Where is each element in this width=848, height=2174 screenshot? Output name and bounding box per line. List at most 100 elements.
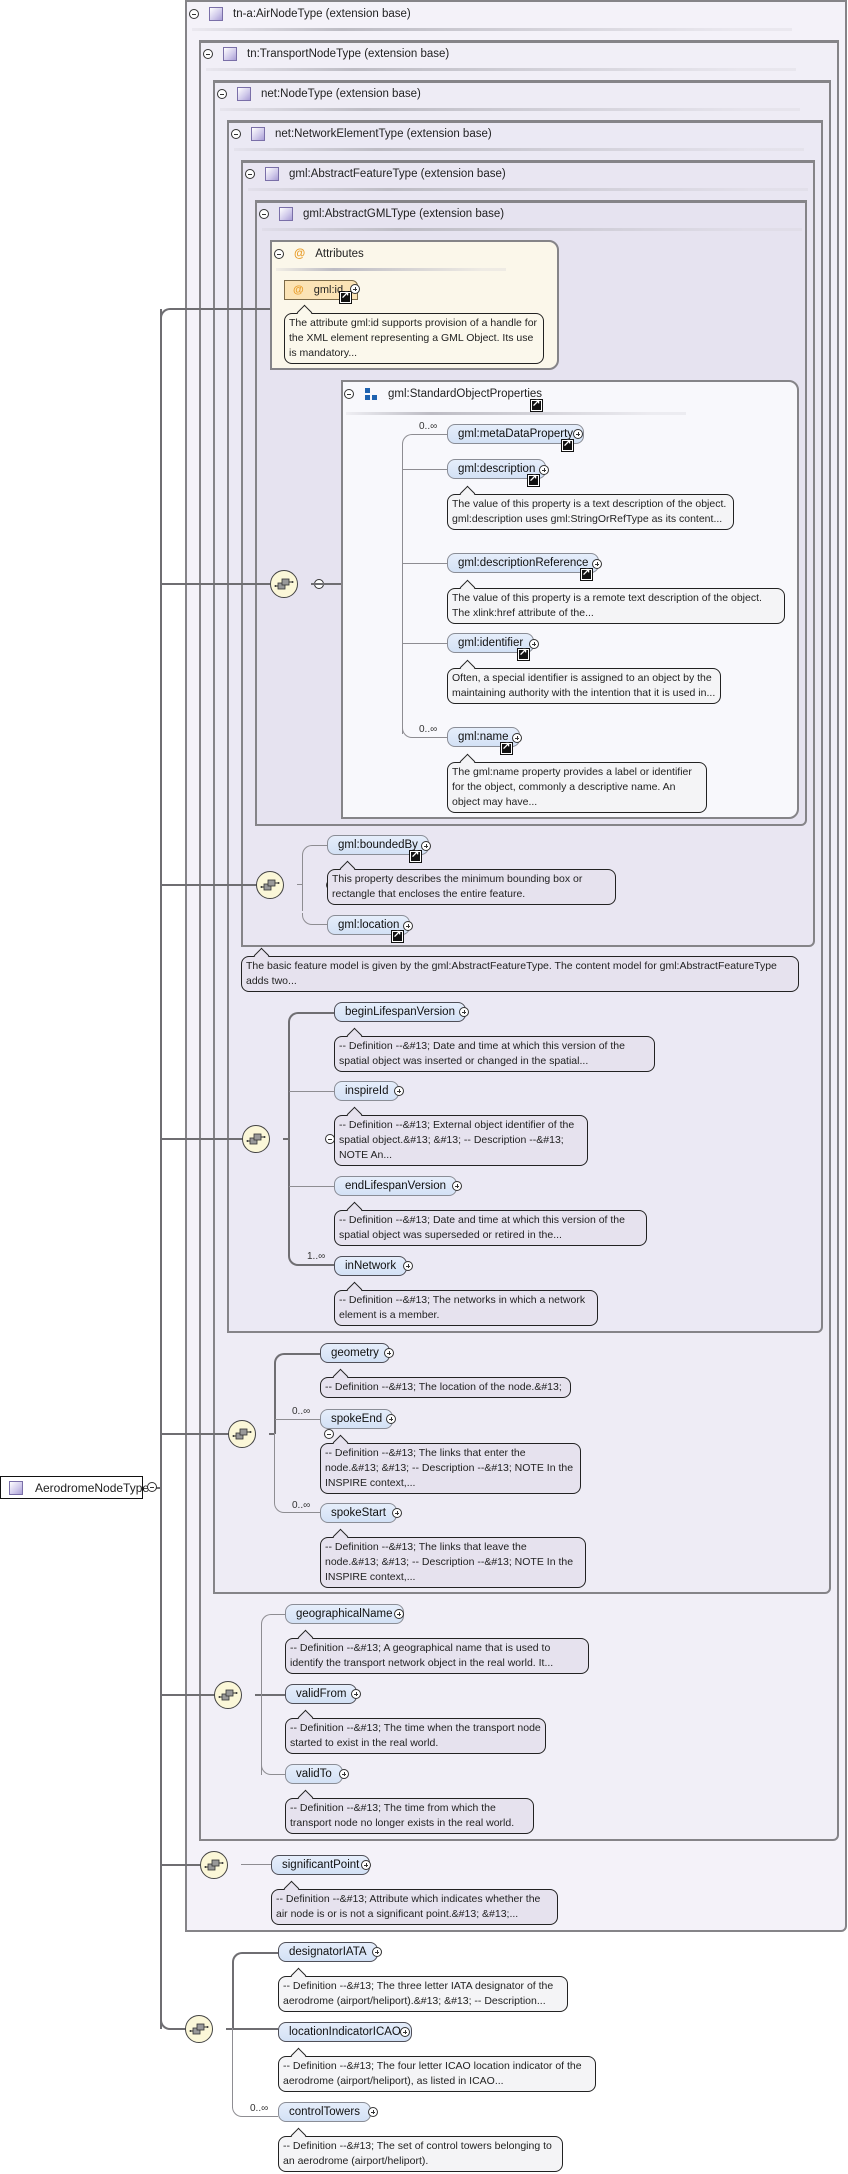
type-label: tn-a:AirNodeType (extension base) bbox=[233, 8, 411, 20]
reference-icon[interactable] bbox=[527, 473, 540, 487]
element-gml-description[interactable]: gml:description bbox=[447, 459, 547, 479]
expand-icon[interactable] bbox=[394, 1609, 404, 1619]
sequence-compositor-icon[interactable] bbox=[214, 1681, 242, 1709]
connector bbox=[283, 1138, 289, 1140]
element-location-indicator-icao[interactable]: locationIndicatorICAO bbox=[278, 2022, 412, 2042]
expand-icon[interactable] bbox=[573, 429, 583, 439]
expand-icon[interactable] bbox=[459, 1007, 469, 1017]
element-geometry[interactable]: geometry bbox=[320, 1343, 390, 1363]
expand-icon[interactable] bbox=[394, 1086, 404, 1096]
sequence-compositor-icon[interactable] bbox=[242, 1125, 270, 1153]
expand-icon[interactable] bbox=[403, 1261, 413, 1271]
element-doc: -- Definition --&#13; External object id… bbox=[334, 1115, 588, 1166]
expand-icon[interactable] bbox=[361, 1860, 371, 1870]
expand-icon[interactable] bbox=[392, 1508, 402, 1518]
connector-curve bbox=[261, 1763, 273, 1775]
complex-type-icon bbox=[279, 207, 293, 221]
connector bbox=[313, 924, 328, 925]
collapse-icon[interactable] bbox=[324, 1429, 335, 1439]
element-spoke-start[interactable]: spokeStart bbox=[320, 1503, 397, 1523]
connector bbox=[289, 1091, 334, 1092]
expand-icon[interactable] bbox=[400, 2027, 410, 2037]
expand-icon[interactable] bbox=[384, 1348, 394, 1358]
expand-icon[interactable] bbox=[421, 841, 431, 851]
divider bbox=[262, 228, 802, 231]
expand-icon[interactable] bbox=[351, 1689, 361, 1699]
reference-icon[interactable] bbox=[500, 741, 513, 755]
type-label: net:NetworkElementType (extension base) bbox=[275, 128, 492, 140]
root-type-aerodrome-node[interactable]: AerodromeNodeType bbox=[0, 1476, 149, 1499]
reference-icon[interactable] bbox=[409, 849, 422, 863]
element-geographical-name[interactable]: geographicalName bbox=[285, 1604, 404, 1624]
expand-icon[interactable] bbox=[339, 1769, 349, 1779]
element-control-towers[interactable]: controlTowers bbox=[278, 2102, 371, 2122]
element-begin-lifespan-version[interactable]: beginLifespanVersion bbox=[334, 1002, 466, 1022]
complex-type-icon bbox=[209, 7, 223, 21]
sequence-compositor-icon[interactable] bbox=[256, 871, 284, 899]
connector bbox=[402, 563, 447, 564]
connector-curve bbox=[274, 1353, 288, 1367]
connector-curve bbox=[288, 1012, 302, 1026]
reference-icon[interactable] bbox=[391, 929, 404, 943]
reference-icon[interactable] bbox=[517, 647, 530, 661]
collapse-icon[interactable] bbox=[259, 209, 269, 219]
expand-icon[interactable] bbox=[452, 1181, 462, 1191]
element-spoke-end[interactable]: spokeEnd bbox=[320, 1409, 394, 1429]
element-gml-location[interactable]: gml:location bbox=[327, 915, 411, 935]
sequence-compositor-icon[interactable] bbox=[228, 1420, 256, 1448]
element-valid-from[interactable]: validFrom bbox=[285, 1684, 358, 1704]
element-doc: -- Definition --&#13; The time when the … bbox=[285, 1718, 546, 1754]
connector bbox=[302, 855, 303, 911]
element-doc: -- Definition --&#13; The links that lea… bbox=[320, 1537, 586, 1588]
cardinality-label: 0..∞ bbox=[292, 1406, 311, 1417]
collapse-icon[interactable] bbox=[203, 49, 213, 59]
element-gml-metadataproperty[interactable]: gml:metaDataProperty bbox=[447, 424, 585, 444]
expand-icon[interactable] bbox=[403, 921, 413, 931]
reference-icon[interactable] bbox=[580, 567, 593, 581]
expand-icon[interactable] bbox=[539, 465, 549, 475]
collapse-icon[interactable] bbox=[274, 249, 284, 259]
reference-icon[interactable] bbox=[530, 398, 543, 412]
element-doc: -- Definition --&#13; Date and time at w… bbox=[334, 1210, 647, 1246]
attribute-icon: @ bbox=[293, 284, 304, 296]
expand-icon[interactable] bbox=[592, 559, 602, 569]
expand-icon[interactable] bbox=[368, 2107, 378, 2117]
complex-type-icon bbox=[237, 87, 251, 101]
element-significant-point[interactable]: significantPoint bbox=[271, 1855, 371, 1875]
sequence-compositor-icon[interactable] bbox=[185, 2015, 213, 2043]
element-doc: -- Definition --&#13; The time from whic… bbox=[285, 1798, 534, 1834]
collapse-icon[interactable] bbox=[245, 169, 255, 179]
element-inspire-id[interactable]: inspireId bbox=[334, 1081, 400, 1101]
element-designator-iata[interactable]: designatorIATA bbox=[278, 1942, 378, 1962]
connector-curve bbox=[261, 1614, 273, 1626]
connector bbox=[161, 1433, 229, 1435]
collapse-icon[interactable] bbox=[344, 389, 354, 399]
expand-icon[interactable] bbox=[512, 733, 522, 743]
connector bbox=[300, 1264, 334, 1266]
expand-icon[interactable] bbox=[529, 639, 539, 649]
collapse-icon[interactable] bbox=[189, 9, 199, 19]
element-in-network[interactable]: inNetwork bbox=[334, 1256, 408, 1276]
element-gml-boundedby[interactable]: gml:boundedBy bbox=[327, 835, 429, 855]
collapse-icon[interactable] bbox=[231, 129, 241, 139]
element-gml-identifier[interactable]: gml:identifier bbox=[447, 633, 535, 653]
divider bbox=[192, 28, 792, 31]
connector bbox=[274, 1364, 276, 1434]
collapse-icon[interactable] bbox=[217, 89, 227, 99]
type-label: net:NodeType (extension base) bbox=[261, 88, 421, 100]
element-gml-descriptionreference[interactable]: gml:descriptionReference bbox=[447, 553, 600, 573]
expand-icon[interactable] bbox=[350, 284, 360, 294]
element-end-lifespan-version[interactable]: endLifespanVersion bbox=[334, 1176, 458, 1196]
collapse-icon[interactable] bbox=[147, 1482, 157, 1492]
element-doc: -- Definition --&#13; The links that ent… bbox=[320, 1443, 581, 1494]
connector-curve bbox=[402, 434, 414, 446]
reference-icon[interactable] bbox=[339, 290, 352, 304]
sequence-compositor-icon[interactable] bbox=[270, 570, 298, 598]
type-header-transport-node: tn:TransportNodeType (extension base) bbox=[203, 42, 449, 66]
group-header: gml:StandardObjectProperties bbox=[344, 382, 542, 406]
element-valid-to[interactable]: validTo bbox=[285, 1764, 343, 1784]
reference-icon[interactable] bbox=[561, 438, 574, 452]
expand-icon[interactable] bbox=[386, 1414, 396, 1424]
sequence-compositor-icon[interactable] bbox=[200, 1851, 228, 1879]
expand-icon[interactable] bbox=[372, 1947, 382, 1957]
